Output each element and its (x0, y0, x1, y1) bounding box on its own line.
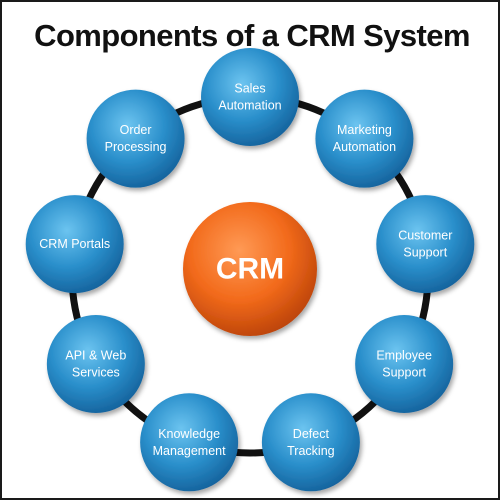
node-circle (315, 89, 414, 188)
node-circle (46, 315, 145, 413)
node-circle (261, 393, 360, 492)
node-label-crm-portals: CRM Portals (39, 237, 110, 251)
node-circle (86, 89, 185, 188)
node-crm-portals: CRM Portals (25, 195, 124, 294)
node-circle (25, 195, 124, 294)
node-circle (376, 195, 475, 294)
node-circle (201, 48, 299, 146)
crm-center-node: CRM (183, 202, 317, 336)
node-circle (140, 393, 239, 492)
crm-center-label: CRM (216, 253, 284, 286)
diagram-title: Components of a CRM System (34, 18, 470, 53)
node-circle (355, 315, 454, 413)
